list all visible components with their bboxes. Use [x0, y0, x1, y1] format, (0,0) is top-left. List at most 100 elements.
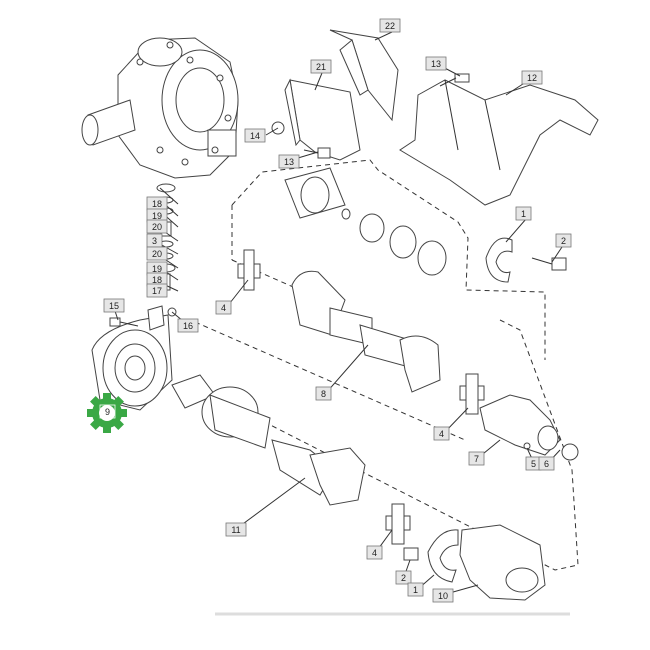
callout-box	[379, 18, 401, 33]
callout-text: 16	[183, 321, 193, 331]
callout-c22: 22	[379, 18, 401, 33]
callout-c4c: 4	[366, 545, 383, 560]
callout-c15: 15	[103, 298, 125, 313]
drive-shaft-8	[291, 270, 441, 393]
gear-icon[interactable]	[87, 393, 127, 433]
callout-text: 18	[152, 275, 162, 285]
callout-box	[425, 56, 447, 71]
callout-text: 13	[431, 59, 441, 69]
callout-box	[244, 128, 266, 143]
callout-text: 11	[231, 525, 240, 535]
shield-12	[399, 79, 599, 206]
callout-box	[468, 451, 485, 466]
callout-text: 5	[531, 459, 536, 469]
callout-c11: 11	[225, 522, 247, 537]
callout-c10: 10	[432, 588, 454, 603]
callout-text: 17	[152, 286, 162, 296]
callout-c13a: 13	[425, 56, 447, 71]
callout-box	[99, 404, 116, 419]
drive-shaft-11	[171, 374, 366, 506]
bolt-15	[109, 317, 139, 327]
callout-box	[215, 300, 232, 315]
callout-box	[521, 70, 543, 85]
callout-text: 18	[152, 199, 162, 209]
callout-box	[395, 570, 412, 585]
callout-text: 6	[544, 459, 549, 469]
callout-box	[366, 545, 383, 560]
callout-c19a: 19	[146, 208, 168, 223]
callout-c2a: 2	[555, 233, 572, 248]
callout-c19b: 19	[146, 261, 168, 276]
u-joint-4-middle	[459, 373, 485, 415]
shield-bracket-21	[284, 78, 361, 161]
callout-text: 20	[152, 249, 162, 259]
u-joint-4-upper	[237, 249, 261, 291]
callout-c3: 3	[146, 233, 163, 248]
callout-box	[103, 298, 125, 313]
callout-c8: 8	[315, 386, 332, 401]
callout-text: 14	[250, 131, 260, 141]
callout-box	[433, 426, 450, 441]
callout-c17: 17	[146, 283, 168, 298]
callout-c1a: 1	[515, 206, 532, 221]
callout-box	[315, 386, 332, 401]
clamp-1-upper	[485, 237, 513, 283]
input-shaft-assembly	[284, 167, 447, 276]
callout-c2b: 2	[395, 570, 412, 585]
callout-text: 20	[152, 222, 162, 232]
callout-box	[407, 582, 424, 597]
callout-box	[177, 318, 199, 333]
callout-text: 15	[109, 301, 119, 311]
callout-c18a: 18	[146, 196, 168, 211]
callout-text: 3	[152, 236, 157, 246]
callout-c9: 9	[99, 404, 116, 419]
callout-box	[432, 588, 454, 603]
callout-text: 4	[439, 429, 444, 439]
callout-text: 9	[105, 407, 110, 417]
callout-c1b: 1	[407, 582, 424, 597]
callout-c20a: 20	[146, 219, 168, 234]
callout-c6: 6	[538, 456, 555, 471]
callout-box	[538, 456, 555, 471]
callout-box	[146, 246, 168, 261]
callout-text: 2	[401, 573, 406, 583]
callout-text: 19	[152, 211, 162, 221]
gearbox-housing	[81, 37, 239, 179]
callout-box	[225, 522, 247, 537]
callout-text: 10	[438, 591, 448, 601]
callout-text: 1	[413, 585, 418, 595]
callout-c21: 21	[310, 59, 332, 74]
u-joint-4-lower	[385, 503, 411, 545]
bolt-2-lower	[403, 547, 419, 561]
callout-box	[146, 219, 168, 234]
callout-c4a: 4	[215, 300, 232, 315]
callout-c12: 12	[521, 70, 543, 85]
callout-text: 7	[474, 454, 479, 464]
callout-box	[146, 283, 168, 298]
gearbox-10	[459, 524, 546, 601]
callout-text: 4	[221, 303, 226, 313]
callout-box	[515, 206, 532, 221]
callout-text: 19	[152, 264, 162, 274]
bearing-support-9	[91, 305, 173, 411]
callout-text: 12	[527, 73, 537, 83]
callout-box	[310, 59, 332, 74]
callout-box	[555, 233, 572, 248]
callout-text: 13	[284, 157, 294, 167]
callout-text: 8	[321, 389, 326, 399]
callout-c13b: 13	[278, 154, 300, 169]
callout-c14: 14	[244, 128, 266, 143]
bolt-2-upper	[531, 257, 567, 271]
shield-bracket-22	[329, 29, 399, 122]
callout-c16: 16	[177, 318, 199, 333]
callout-text: 22	[385, 21, 395, 31]
bolt-13-top	[439, 73, 470, 87]
yoke-7	[479, 394, 579, 461]
callout-c7: 7	[468, 451, 485, 466]
callout-c4b: 4	[433, 426, 450, 441]
callout-text: 2	[561, 236, 566, 246]
callout-text: 1	[521, 209, 526, 219]
